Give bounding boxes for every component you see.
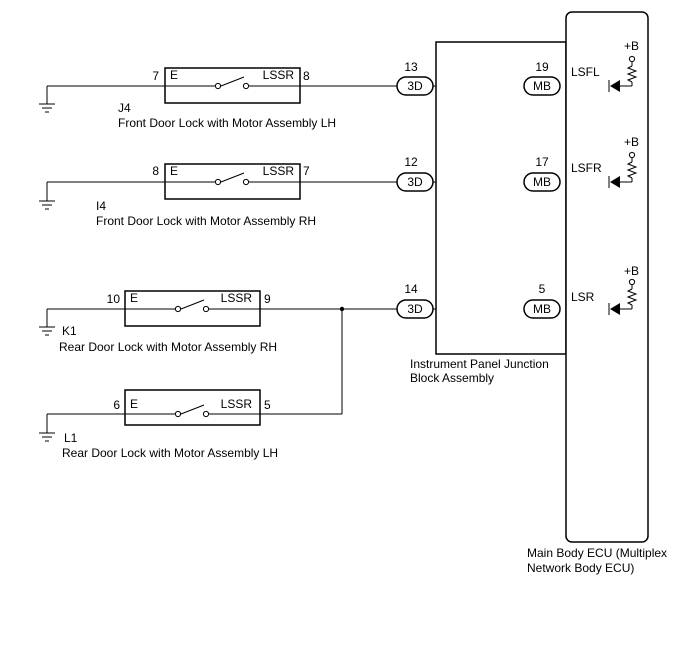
i4-pin-lssr-number: 7	[303, 164, 310, 178]
connector-3d-13-pin: 13	[404, 60, 418, 74]
j4-component-name: Front Door Lock with Motor Assembly LH	[118, 116, 336, 130]
resistor-icon	[626, 161, 638, 179]
l1-pin-e-label: E	[130, 397, 138, 411]
connector-mb-19	[523, 76, 561, 96]
ground-symbol-j4	[39, 86, 55, 113]
l1-pin-e-number: 6	[113, 398, 120, 412]
k1-component-name: Rear Door Lock with Motor Assembly RH	[59, 340, 277, 354]
connector-mb-5-pin: 5	[539, 282, 546, 296]
switch-contact	[242, 82, 250, 90]
door-lock-k1	[124, 290, 261, 327]
connector-3d-14-pin: 14	[404, 282, 418, 296]
ecu-box	[565, 11, 649, 543]
j4-pin-lssr-number: 8	[303, 69, 310, 83]
switch-contact	[242, 178, 250, 186]
i4-pin-e-number: 8	[152, 164, 159, 178]
svg-text:3D: 3D	[407, 302, 423, 316]
diode-icon	[610, 176, 620, 188]
l1-pin-lssr-number: 5	[264, 398, 271, 412]
junction-block-name-line1: Instrument Panel Junction	[410, 357, 549, 371]
l1-component-id: L1	[64, 431, 78, 445]
k1-pin-e-label: E	[130, 291, 138, 305]
diode-icon	[610, 303, 620, 315]
j4-pin-e-number: 7	[152, 69, 159, 83]
svg-text:MB: MB	[533, 302, 551, 316]
splice-point	[339, 306, 345, 312]
svg-text:3D: 3D	[407, 175, 423, 189]
diode-icon	[610, 80, 620, 92]
connector-3d-12-pin: 12	[404, 155, 418, 169]
door-lock-j4	[164, 67, 301, 104]
switch-contact	[214, 178, 222, 186]
junction-block-name-line2: Block Assembly	[410, 371, 494, 385]
l1-pin-lssr-label: LSSR	[221, 397, 253, 411]
ground-symbol-l1	[39, 414, 55, 442]
resistor-icon	[626, 65, 638, 83]
supply-terminal	[628, 151, 636, 159]
l1-component-name: Rear Door Lock with Motor Assembly LH	[62, 446, 278, 460]
k1-pin-lssr-label: LSSR	[221, 291, 253, 305]
door-lock-l1	[124, 389, 261, 426]
connector-mb-19-pin: 19	[535, 60, 549, 74]
j4-component-id: J4	[118, 101, 131, 115]
ground-symbol-k1	[39, 309, 55, 336]
switch-contact	[174, 305, 182, 313]
ground-symbol-i4	[39, 182, 55, 210]
i4-pin-e-label: E	[170, 164, 178, 178]
ecu-name-line2: Network Body ECU)	[527, 561, 634, 575]
ecu-circuit-lsfr	[608, 151, 638, 188]
svg-text:3D: 3D	[407, 79, 423, 93]
j4-pin-e-label: E	[170, 68, 178, 82]
connector-3d-13	[396, 76, 434, 96]
i4-component-id: I4	[96, 199, 106, 213]
i4-pin-lssr-label: LSSR	[263, 164, 295, 178]
switch-contact	[202, 410, 210, 418]
i4-component-name: Front Door Lock with Motor Assembly RH	[96, 214, 316, 228]
supply-terminal	[628, 278, 636, 286]
connector-3d-14	[396, 299, 434, 319]
supply-label-lsfr: +B	[624, 135, 639, 149]
terminal-lsr-label: LSR	[571, 290, 595, 304]
ecu-circuit-lsfl	[608, 55, 638, 92]
connector-mb-5	[523, 299, 561, 319]
supply-label-lsr: +B	[624, 264, 639, 278]
ecu-name-line1: Main Body ECU (Multiplex	[527, 546, 667, 560]
svg-text:MB: MB	[533, 175, 551, 189]
supply-label-lsfl: +B	[624, 39, 639, 53]
ecu-circuit-lsr	[608, 278, 638, 315]
switch-contact	[174, 410, 182, 418]
supply-terminal	[628, 55, 636, 63]
svg-text:MB: MB	[533, 79, 551, 93]
door-lock-i4	[164, 163, 301, 200]
k1-pin-e-number: 10	[107, 292, 121, 306]
j4-pin-lssr-label: LSSR	[263, 68, 295, 82]
k1-component-id: K1	[62, 324, 77, 338]
switch-contact	[202, 305, 210, 313]
k1-pin-lssr-number: 9	[264, 292, 271, 306]
terminal-lsfl-label: LSFL	[571, 65, 600, 79]
resistor-icon	[626, 288, 638, 306]
connector-mb-17-pin: 17	[535, 155, 549, 169]
switch-contact	[214, 82, 222, 90]
connector-mb-17	[523, 172, 561, 192]
connector-3d-12	[396, 172, 434, 192]
terminal-lsfr-label: LSFR	[571, 161, 602, 175]
